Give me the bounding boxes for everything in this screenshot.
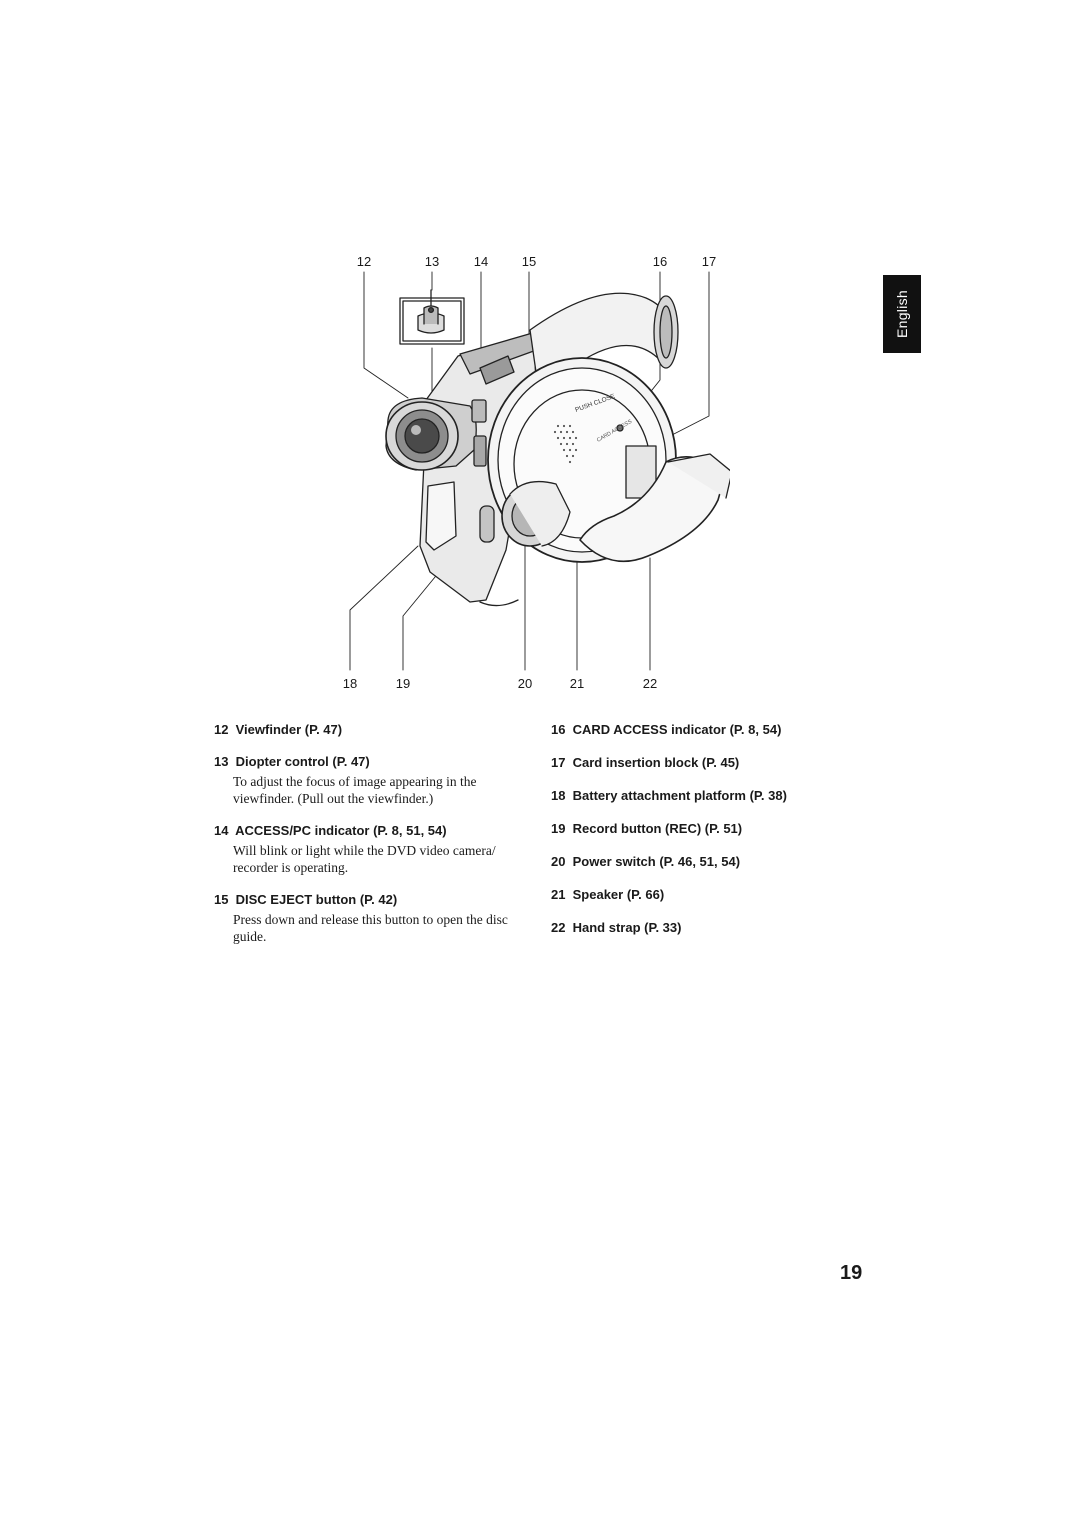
callout-12: 12	[356, 254, 372, 269]
item-15-description: Press down and release this button to op…	[233, 912, 508, 944]
item-14-heading: 14 ACCESS/PC indicator (P. 8, 51, 54)	[214, 823, 530, 839]
callout-19: 19	[395, 676, 411, 691]
item-16-title: CARD ACCESS indicator (P. 8, 54)	[572, 722, 782, 737]
item-13-number: 13	[214, 754, 229, 769]
item-21-title: Speaker (P. 66)	[572, 887, 665, 902]
callout-14: 14	[473, 254, 489, 269]
item-18-title: Battery attachment platform (P. 38)	[572, 788, 787, 803]
callout-13: 13	[424, 254, 440, 269]
item-13-description: To adjust the focus of image appearing i…	[233, 774, 477, 806]
callout-20: 20	[517, 676, 533, 691]
item-17-number: 17	[551, 755, 566, 770]
item-22-heading: 22 Hand strap (P. 33)	[551, 920, 841, 936]
language-tab: English	[883, 275, 921, 353]
item-16-heading: 16 CARD ACCESS indicator (P. 8, 54)	[551, 722, 841, 738]
item-17: 17 Card insertion block (P. 45)	[551, 755, 841, 771]
item-19-title: Record button (REC) (P. 51)	[572, 821, 743, 836]
item-19-number: 19	[551, 821, 566, 836]
camcorder-illustration: 12 13 14 15 16 17 18 19 20 21 22	[330, 250, 730, 691]
item-18-number: 18	[551, 788, 566, 803]
item-20-title: Power switch (P. 46, 51, 54)	[572, 854, 741, 869]
item-12-heading: 12 Viewfinder (P. 47)	[214, 722, 530, 738]
item-22-title: Hand strap (P. 33)	[572, 920, 682, 935]
item-13-title: Diopter control (P. 47)	[235, 754, 370, 769]
item-15-number: 15	[214, 892, 229, 907]
item-19: 19 Record button (REC) (P. 51)	[551, 821, 841, 837]
item-16-number: 16	[551, 722, 566, 737]
callout-21: 21	[569, 676, 585, 691]
item-14-description: Will blink or light while the DVD video …	[233, 843, 496, 875]
callout-18: 18	[342, 676, 358, 691]
item-22: 22 Hand strap (P. 33)	[551, 920, 841, 936]
item-list-left: 12 Viewfinder (P. 47) 13 Diopter control…	[214, 722, 530, 961]
language-tab-label: English	[894, 289, 910, 339]
callout-22: 22	[642, 676, 658, 691]
item-20: 20 Power switch (P. 46, 51, 54)	[551, 854, 841, 870]
item-15: 15 DISC EJECT button (P. 42) Press down …	[214, 892, 530, 945]
item-13-heading: 13 Diopter control (P. 47)	[214, 754, 530, 770]
item-13: 13 Diopter control (P. 47) To adjust the…	[214, 754, 530, 807]
item-14-number: 14	[214, 823, 229, 838]
item-12-number: 12	[214, 722, 229, 737]
callout-15: 15	[521, 254, 537, 269]
callout-17: 17	[701, 254, 717, 269]
item-17-heading: 17 Card insertion block (P. 45)	[551, 755, 841, 771]
page-number: 19	[840, 1262, 863, 1284]
item-20-heading: 20 Power switch (P. 46, 51, 54)	[551, 854, 841, 870]
item-15-title: DISC EJECT button (P. 42)	[235, 892, 398, 907]
item-21-number: 21	[551, 887, 566, 902]
item-21: 21 Speaker (P. 66)	[551, 887, 841, 903]
item-14: 14 ACCESS/PC indicator (P. 8, 51, 54) Wi…	[214, 823, 530, 876]
item-22-number: 22	[551, 920, 566, 935]
item-18: 18 Battery attachment platform (P. 38)	[551, 788, 841, 804]
item-18-heading: 18 Battery attachment platform (P. 38)	[551, 788, 841, 804]
item-12-title: Viewfinder (P. 47)	[235, 722, 343, 737]
item-12: 12 Viewfinder (P. 47)	[214, 722, 530, 738]
item-21-heading: 21 Speaker (P. 66)	[551, 887, 841, 903]
item-15-heading: 15 DISC EJECT button (P. 42)	[214, 892, 530, 908]
item-list-right: 16 CARD ACCESS indicator (P. 8, 54) 17 C…	[551, 722, 841, 953]
item-20-number: 20	[551, 854, 566, 869]
callout-16: 16	[652, 254, 668, 269]
item-16: 16 CARD ACCESS indicator (P. 8, 54)	[551, 722, 841, 738]
item-19-heading: 19 Record button (REC) (P. 51)	[551, 821, 841, 837]
item-17-title: Card insertion block (P. 45)	[572, 755, 740, 770]
camcorder-drawing: PUSH CLOSE CARD ACCESS	[349, 271, 730, 671]
item-14-title: ACCESS/PC indicator (P. 8, 51, 54)	[235, 823, 447, 838]
